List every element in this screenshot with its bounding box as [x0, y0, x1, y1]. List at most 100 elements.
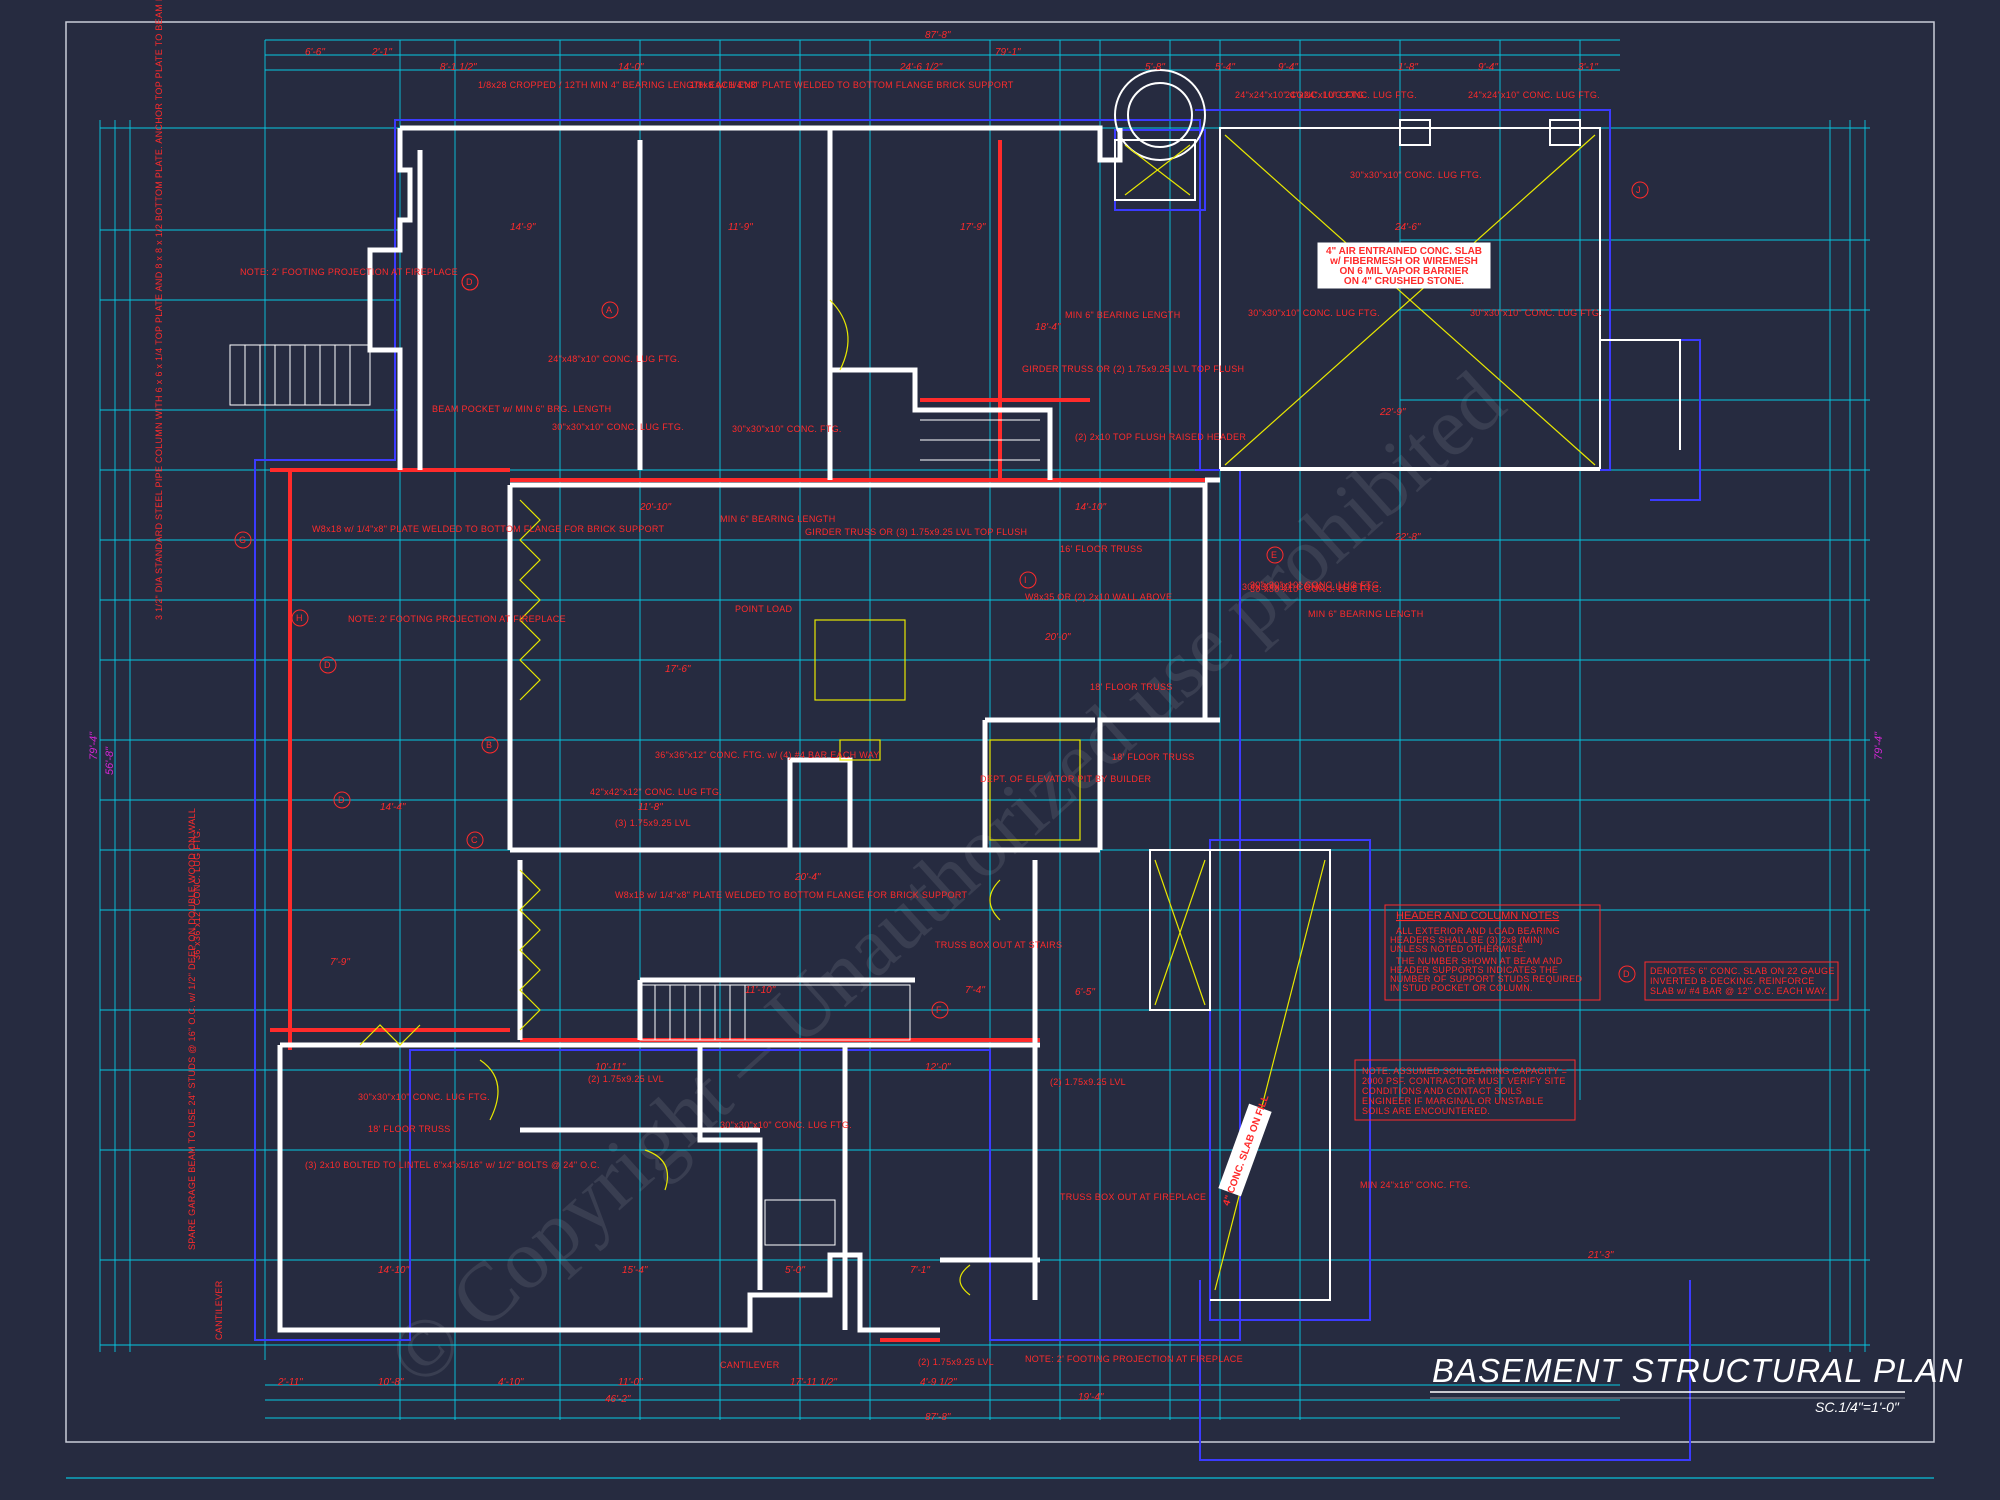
grid-mark-b: B [486, 740, 492, 750]
callout: 30"x30"x10" CONC. LUG FTG. [1350, 170, 1482, 180]
callout: 30"x30"x10" CONC. LUG FTG. [552, 422, 684, 432]
callout: TRUSS BOX OUT AT STAIRS [935, 940, 1062, 950]
room-dim: 20'-10" [639, 502, 671, 513]
callout: (2) 1.75x9.25 LVL [918, 1357, 994, 1367]
header-column-notes: HEADER AND COLUMN NOTES ALL EXTERIOR AND… [1384, 904, 1601, 1001]
room-dim: 15'-4" [622, 1265, 648, 1276]
soil-note-line: SOILS ARE ENCOUNTERED. [1362, 1106, 1490, 1116]
slab-legend-line: INVERTED B-DECKING. REINFORCE [1650, 976, 1815, 986]
bottom-dim-mid: 46'-2" [605, 1394, 631, 1405]
header-notes-line: THE NUMBER SHOWN AT BEAM AND [1396, 956, 1563, 966]
top-dim-7: 5'-4" [1215, 62, 1235, 73]
callout: 24"x24"x10" CONC. LUG FTG. [1285, 90, 1417, 100]
callout: 30"x30"x10" CONC. LUG FTG. [1242, 582, 1374, 592]
callout: W8x18 w/ 1/4"x8" PLATE WELDED TO BOTTOM … [312, 524, 665, 534]
top-dim-9: 1'-8" [1398, 62, 1418, 73]
grid-mark-d: D [466, 277, 473, 287]
callout: SPARE GARAGE BEAM TO USE 24" STUDS @ 16"… [187, 808, 197, 1250]
soil-bearing-note: NOTE: ASSUMED SOIL BEARING CAPACITY = 20… [1354, 1059, 1576, 1121]
callout: GIRDER TRUSS OR (2) 1.75x9.25 LVL TOP FL… [1022, 364, 1244, 374]
room-dim: 17'-6" [665, 664, 691, 675]
bottom-dim-7: 19'-4" [1078, 1392, 1104, 1403]
soil-note-line: CONDITIONS AND CONTACT SOILS [1362, 1086, 1522, 1096]
grid-mark-i: I [1024, 575, 1027, 585]
bottom-dim-6: 4'-9 1/2" [920, 1377, 957, 1388]
slab-note: 4" AIR ENTRAINED CONC. SLAB w/ FIBERMESH… [1317, 242, 1491, 289]
slab-legend-line: SLAB w/ #4 BAR @ 12" O.C. EACH WAY. [1650, 986, 1828, 996]
callout: CANTILEVER [720, 1360, 780, 1370]
header-notes-line: IN STUD POCKET OR COLUMN. [1390, 983, 1533, 993]
footing-outlines [254, 109, 1701, 1461]
slab-legend: D DENOTES 6" CONC. SLAB ON 22 GAUGE INVE… [1618, 961, 1839, 1001]
room-dim: 14'-10" [378, 1265, 409, 1276]
top-dim-2: 2'-1" [371, 47, 392, 58]
top-dim-5: 24'-6 1/2" [899, 62, 943, 73]
room-dim: 20'-4" [794, 872, 821, 883]
header-notes-line: UNLESS NOTED OTHERWISE. [1390, 944, 1526, 954]
slab-legend-mark: D [1623, 969, 1630, 979]
grid-mark-g: G [239, 535, 246, 545]
bottom-dim-1: 2'-11" [277, 1377, 303, 1388]
header-notes-line: NUMBER OF SUPPORT STUDS REQUIRED [1390, 974, 1582, 984]
plan-title: BASEMENT STRUCTURAL PLAN [1432, 1352, 1963, 1389]
room-dim: 11'-8" [638, 802, 663, 813]
callout: (2) 2x10 TOP FLUSH RAISED HEADER [1075, 432, 1246, 442]
watermark-text: © Copyright – Unauthorized use prohibite… [370, 354, 1522, 1404]
header-notes-line: HEADER SUPPORTS INDICATES THE [1390, 965, 1558, 975]
right-total-dim: 79'-4" [1873, 731, 1885, 760]
bottom-dim-5: 17'-11 1/2" [790, 1377, 837, 1388]
top-dim-10: 9'-4" [1478, 62, 1498, 73]
callout: MIN 24"x16" CONC. FTG. [1360, 1180, 1471, 1190]
callout: 36"x36"x12" CONC. LUG FTG. [192, 828, 202, 960]
callout: 30"x30"x10" CONC. LUG FTG. [1250, 580, 1382, 590]
bottom-dimensions: 2'-11" 10'-8" 4'-10" 11'-0" 17'-11 1/2" … [277, 1377, 1104, 1423]
room-dim: 14'-9" [510, 222, 536, 233]
callout: 30"x30"x10" CONC. LUG FTG. [720, 1120, 852, 1130]
callout: 18' FLOOR TRUSS [1090, 682, 1173, 692]
grid-mark-h: H [296, 613, 303, 623]
callout: 30"x30"x10" CONC. FTG. [732, 424, 842, 434]
top-dim-3: 8'-1 1/2" [440, 62, 477, 73]
callout: W8x18 w/ 1/4"x8" PLATE WELDED TO BOTTOM … [615, 890, 968, 900]
room-dim: 6'-5" [1075, 987, 1095, 998]
callout: BEAM POCKET w/ MIN 6" BRG. LENGTH [432, 404, 611, 414]
callout: POINT LOAD [735, 604, 793, 614]
overall-top-dim-2: 79'-1" [995, 47, 1021, 58]
room-dim: 20'-0" [1044, 632, 1071, 643]
room-dim: 18'-4" [1035, 322, 1061, 333]
top-dim-11: 3'-1" [1578, 62, 1598, 73]
room-dim: 14'-4" [380, 802, 406, 813]
header-notes-line: ALL EXTERIOR AND LOAD BEARING [1396, 926, 1560, 936]
slab-on-fill-text: 4" CONC. SLAB ON FILL [1221, 1094, 1271, 1208]
room-dim: 7'-1" [910, 1265, 930, 1276]
callout: 30"x30"x10" CONC. LUG FTG. [1248, 308, 1380, 318]
slab-legend-line: DENOTES 6" CONC. SLAB ON 22 GAUGE [1650, 966, 1835, 976]
callout: DEPT. OF ELEVATOR PIT BY BUILDER [980, 774, 1152, 784]
callout: (3) 1.75x9.25 LVL [615, 818, 691, 828]
callout: 1/8x8 w/ 1/4"x8" PLATE WELDED TO BOTTOM … [690, 80, 1014, 90]
callout: (2) 1.75x9.25 LVL [588, 1074, 664, 1084]
top-dimensions: 87'-8" 79'-1" 6'-6" 2'-1" 8'-1 1/2" 14'-… [305, 30, 1598, 73]
openings [359, 134, 1596, 1296]
header-notes-line: HEADERS SHALL BE (3) 2x8 (MIN) [1390, 935, 1543, 945]
callout: 18' FLOOR TRUSS [1112, 752, 1195, 762]
callout: (3) 2x10 BOLTED TO LINTEL 6"x4"x5/16" w/… [305, 1160, 600, 1170]
grid-mark-j: J [1636, 185, 1641, 195]
left-total-dim-2: 56'-8" [104, 746, 116, 775]
room-outline-upper [1114, 69, 1681, 1301]
callout: 42"x42"x12" CONC. LUG FTG. [590, 787, 722, 797]
bottom-dim-4: 11'-0" [618, 1377, 643, 1388]
callout: 30"x30"x10" CONC. LUG FTG. [1470, 308, 1602, 318]
grid-marks [234, 181, 1649, 1019]
callout: 18' FLOOR TRUSS [368, 1124, 451, 1134]
room-dim: 11'-9" [728, 222, 753, 233]
callout: 3 1/2" DIA STANDARD STEEL PIPE COLUMN WI… [154, 0, 164, 620]
room-dim: 10'-11" [595, 1062, 626, 1073]
room-dim: 22'-9" [1379, 407, 1406, 418]
room-dim: 12'-0" [925, 1062, 951, 1073]
callout: 30"x30"x10" CONC. LUG FTG. [1250, 584, 1382, 594]
top-dim-1: 6'-6" [305, 47, 325, 58]
room-dimensions: 14'-9" 11'-9" 17'-9" 24'-6" 22'-9" 20'-1… [330, 222, 1614, 1276]
left-total-dim: 79'-4" [88, 731, 100, 760]
